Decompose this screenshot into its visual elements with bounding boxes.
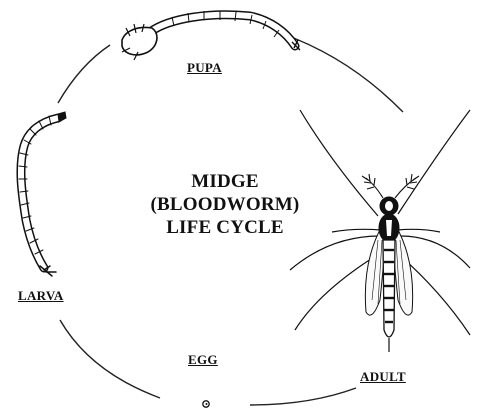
egg-label: EGG — [188, 352, 218, 368]
adult-midge-illustration — [290, 110, 470, 352]
arc-egg-to-larva — [60, 320, 160, 398]
adult-label: ADULT — [360, 369, 406, 385]
egg-illustration — [203, 401, 209, 407]
title-line-2: (BLOODWORM) — [140, 193, 310, 216]
arc-adult-to-egg — [250, 388, 356, 405]
arc-pupa-to-adult — [283, 34, 403, 112]
title-line-3: LIFE CYCLE — [140, 216, 310, 239]
larva-label: LARVA — [18, 288, 64, 304]
arc-larva-to-pupa — [58, 45, 110, 103]
diagram-title: MIDGE (BLOODWORM) LIFE CYCLE — [140, 170, 310, 239]
title-line-1: MIDGE — [140, 170, 310, 193]
larva-illustration — [19, 112, 66, 276]
pupa-label: PUPA — [187, 60, 222, 76]
pupa-illustration — [122, 11, 300, 60]
